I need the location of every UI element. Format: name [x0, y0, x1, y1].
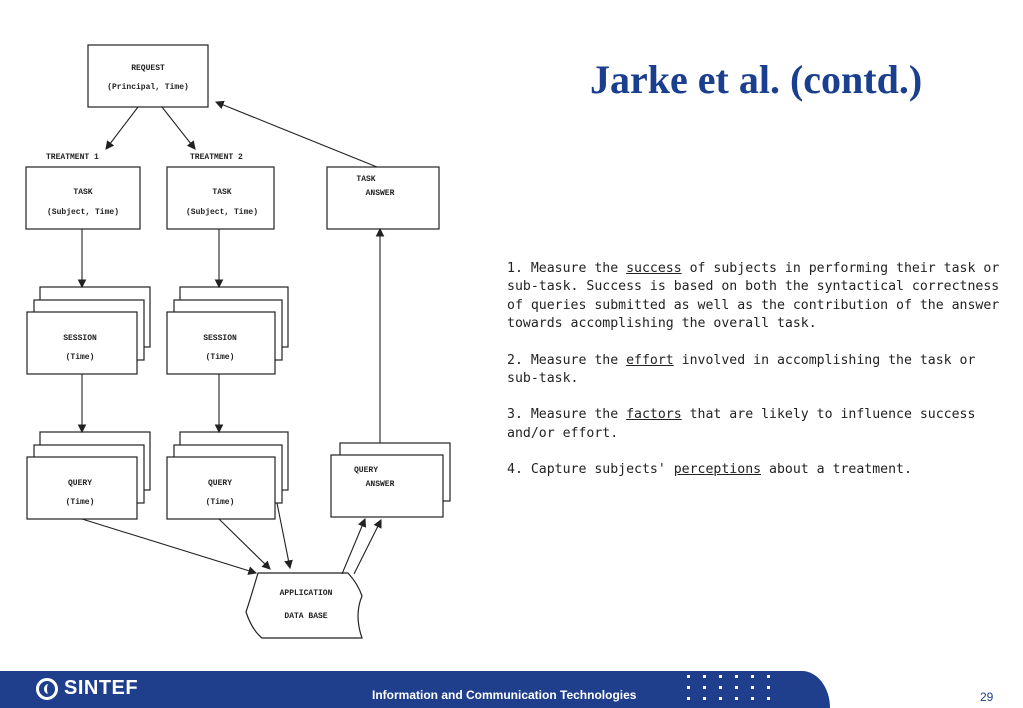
treatment-2-label: TREATMENT 2 — [190, 153, 243, 162]
task-answer-label: TASK — [356, 175, 375, 184]
measures-list: 1. Measure the success of subjects in pe… — [461, 260, 1011, 498]
query-1-sublabel: (Time) — [66, 498, 95, 507]
request-sublabel: (Principal, Time) — [107, 83, 189, 92]
process-diagram: REQUEST (Principal, Time) TREATMENT 1 TR… — [25, 44, 451, 639]
database-label: APPLICATION — [280, 589, 333, 598]
page-number: 29 — [980, 690, 994, 704]
query-answer-label: QUERY — [354, 466, 378, 475]
slide-title: Jarke et al. (contd.) — [590, 57, 923, 102]
session-box-1 — [26, 311, 138, 375]
database-shape — [245, 572, 363, 639]
request-label: REQUEST — [131, 64, 165, 73]
footer-band — [0, 671, 830, 708]
measure-item-1: 1. Measure the success of subjects in pe… — [507, 261, 1000, 332]
measure-item-3: 3. Measure the factors that are likely t… — [507, 407, 976, 441]
footer-bar: SINTEF Information and Communication Tec… — [0, 671, 1023, 708]
session-2-sublabel: (Time) — [206, 353, 235, 362]
request-box — [87, 44, 209, 108]
query-box-1 — [26, 456, 138, 520]
measure-item-4: 4. Capture subjects' perceptions about a… — [507, 462, 912, 478]
footer-tagline: Information and Communication Technologi… — [372, 688, 637, 702]
query-box-2 — [166, 456, 276, 520]
task-answer-sublabel: ANSWER — [366, 189, 395, 198]
logo-text: SINTEF — [64, 677, 139, 699]
task-1-label: TASK — [73, 188, 92, 197]
query-2-label: QUERY — [208, 479, 232, 488]
task-1-sublabel: (Subject, Time) — [47, 208, 119, 217]
sintef-logo: SINTEF — [36, 677, 138, 700]
decorative-dots — [687, 675, 787, 705]
query-1-label: QUERY — [68, 479, 92, 488]
session-box-2 — [166, 311, 276, 375]
task-box-1 — [25, 166, 141, 230]
sintef-logo-icon — [36, 677, 58, 700]
query-2-sublabel: (Time) — [206, 498, 235, 507]
session-2-label: SESSION — [203, 334, 237, 343]
database-sublabel: DATA BASE — [284, 612, 327, 621]
session-1-label: SESSION — [63, 334, 97, 343]
task-answer-box — [326, 166, 440, 230]
task-2-sublabel: (Subject, Time) — [186, 208, 258, 217]
query-answer-sublabel: ANSWER — [366, 480, 395, 489]
task-box-2 — [166, 166, 275, 230]
session-1-sublabel: (Time) — [66, 353, 95, 362]
task-2-label: TASK — [212, 188, 231, 197]
treatment-1-label: TREATMENT 1 — [46, 153, 99, 162]
measure-item-2: 2. Measure the effort involved in accomp… — [507, 352, 976, 387]
query-answer-box — [330, 454, 444, 518]
